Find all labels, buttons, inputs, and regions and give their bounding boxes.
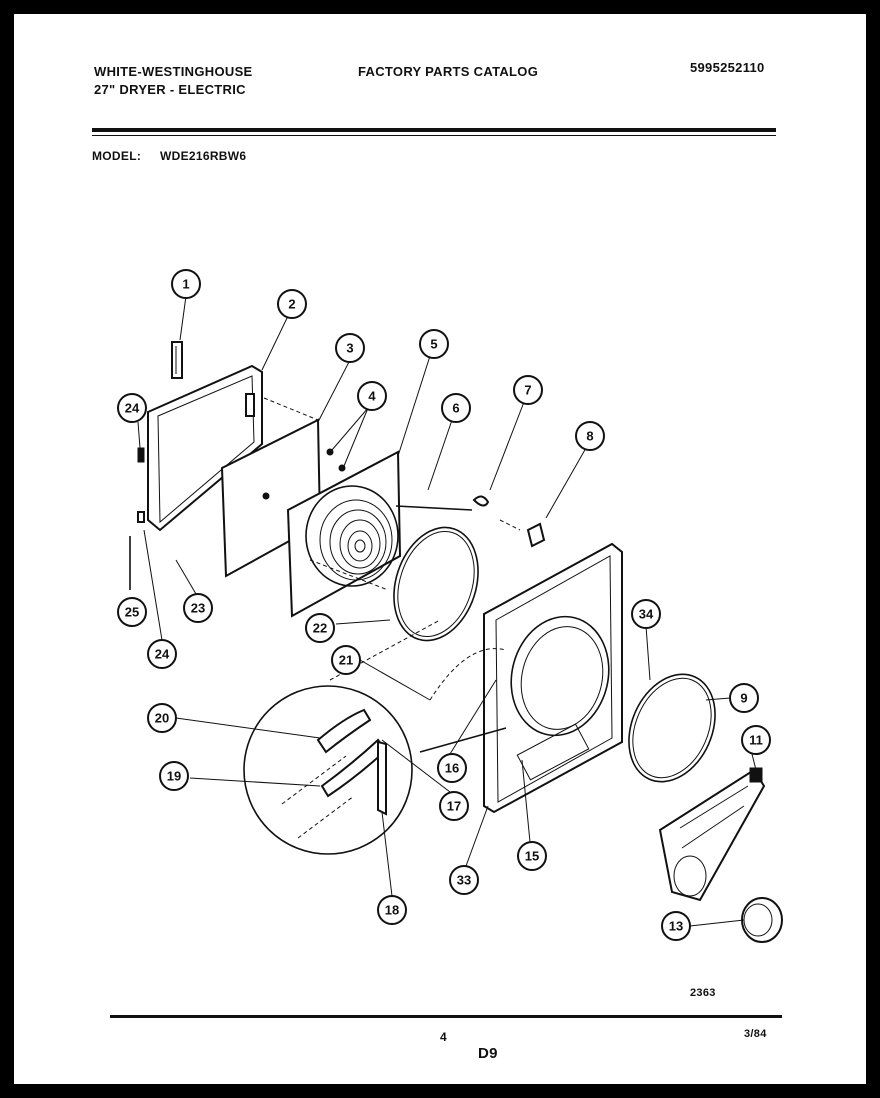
drawing-number: 2363: [690, 987, 716, 999]
callout-22: 22: [305, 613, 335, 643]
part-front-panel: [483, 542, 623, 814]
callout-8: 8: [575, 421, 605, 451]
callout-2: 2: [277, 289, 307, 319]
svg-text:19: 19: [167, 769, 181, 784]
callout-11: 11: [741, 725, 771, 755]
callout-24-top: 24: [117, 393, 147, 423]
catalog-number: 5995252110: [690, 60, 765, 75]
callout-20: 20: [147, 703, 177, 733]
callout-24-bottom: 24: [147, 639, 177, 669]
callout-7: 7: [513, 375, 543, 405]
svg-text:33: 33: [457, 873, 471, 888]
callout-17: 17: [439, 791, 469, 821]
callout-23: 23: [183, 593, 213, 623]
part-door-frame: [286, 450, 402, 618]
svg-text:11: 11: [749, 733, 763, 748]
svg-text:18: 18: [385, 903, 399, 918]
callout-33: 33: [449, 865, 479, 895]
svg-text:3: 3: [346, 341, 353, 356]
svg-text:23: 23: [191, 601, 205, 616]
svg-text:6: 6: [452, 401, 459, 416]
footer-rule: [110, 1015, 782, 1018]
callout-1: 1: [171, 269, 201, 299]
callout-5: 5: [419, 329, 449, 359]
header-rule: [92, 128, 776, 132]
callout-34: 34: [631, 599, 661, 629]
model-label: MODEL:: [92, 149, 142, 163]
svg-text:8: 8: [586, 429, 593, 444]
svg-text:20: 20: [155, 711, 169, 726]
page-number: 4: [440, 1030, 447, 1044]
date-code: 3/84: [744, 1028, 767, 1040]
callout-4: 4: [357, 381, 387, 411]
brand-text: WHITE-WESTINGHOUSE: [94, 64, 253, 79]
callout-21: 21: [331, 645, 361, 675]
svg-text:2: 2: [288, 297, 295, 312]
svg-text:25: 25: [125, 605, 139, 620]
callout-6: 6: [441, 393, 471, 423]
part-door-gasket: [393, 526, 479, 642]
svg-text:24: 24: [155, 647, 170, 662]
callout-13: 13: [661, 911, 691, 941]
catalog-title: FACTORY PARTS CATALOG: [358, 64, 539, 79]
svg-text:9: 9: [740, 691, 747, 706]
part-door-latch: [171, 341, 183, 379]
callout-9: 9: [729, 683, 759, 713]
callout-15: 15: [517, 841, 547, 871]
part-hinge-8: [526, 522, 546, 548]
svg-text:34: 34: [639, 607, 654, 622]
svg-text:15: 15: [525, 849, 539, 864]
header-rule-thin: [92, 135, 776, 136]
product-text: 27" DRYER - ELECTRIC: [94, 82, 246, 97]
svg-text:4: 4: [368, 389, 376, 404]
callout-16: 16: [437, 753, 467, 783]
svg-text:21: 21: [339, 653, 353, 668]
svg-text:1: 1: [182, 277, 189, 292]
part-hinge-pins: [129, 447, 145, 590]
part-light-lens: [741, 897, 783, 943]
part-door-panel: [147, 364, 263, 532]
callout-3: 3: [335, 333, 365, 363]
part-light-assembly: [658, 767, 766, 902]
svg-text:7: 7: [524, 383, 531, 398]
detail-magnifier: [243, 685, 413, 855]
callout-19: 19: [159, 761, 189, 791]
svg-text:17: 17: [447, 799, 461, 814]
svg-text:16: 16: [445, 761, 459, 776]
part-door-seal: [628, 673, 716, 783]
part-hinge-7: [472, 495, 490, 507]
section-code: D9: [478, 1045, 498, 1062]
catalog-page: [14, 14, 866, 1084]
svg-text:13: 13: [669, 919, 683, 934]
callout-18: 18: [377, 895, 407, 925]
svg-text:5: 5: [430, 337, 437, 352]
svg-text:22: 22: [313, 621, 327, 636]
callout-25: 25: [117, 597, 147, 627]
model-value: WDE216RBW6: [160, 149, 247, 163]
svg-text:24: 24: [125, 401, 140, 416]
part-screws: [326, 448, 346, 472]
